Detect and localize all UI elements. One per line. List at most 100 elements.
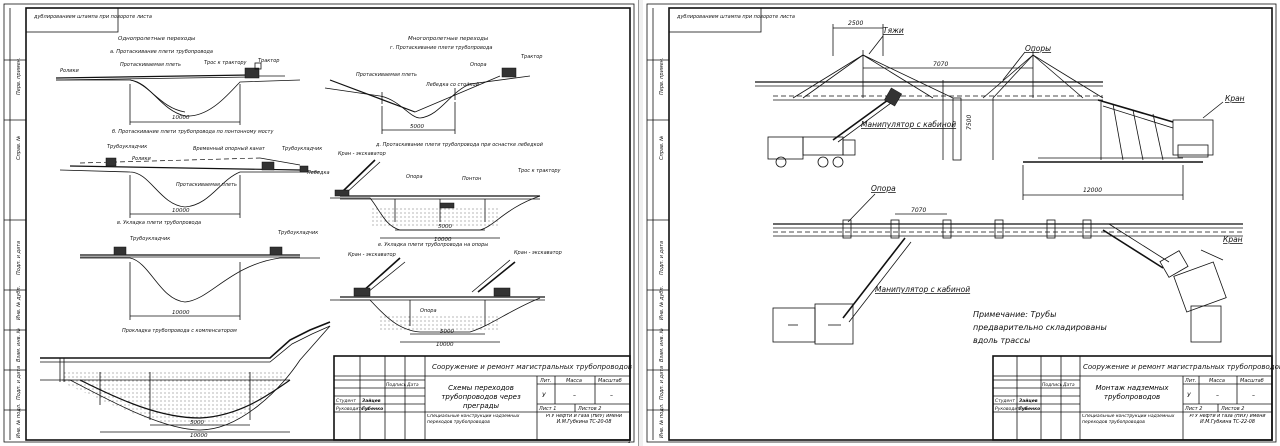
scheme-e-dim-1: 5000 [440,329,454,335]
title-main: Сооружение и ремонт магистральных трубоп… [432,363,632,371]
drawing-subtitle: Специальные конструкции надземных перехо… [427,414,520,425]
strip-label: Инв. № подл. [16,404,22,439]
subtitle-box: Специальные конструкции надземных перехо… [427,414,520,425]
label-supports: Опоры [1025,44,1051,53]
note-line-2: предварительно складированы [973,323,1107,332]
scheme-e-dim-2: 10000 [436,342,454,348]
strip-label: Перв. примен. [16,57,22,95]
plan-view: 7070 Опора Кран Манипулятор с кабиной [772,184,1243,345]
scheme-zh-dim-1: 5000 [190,420,204,426]
top-stamp-text: дублированием штампа при повороте листа [33,14,152,20]
note-line-1: Примечание: Трубы [973,310,1056,319]
lit-value: У [542,392,546,399]
dim-plan-7070: 7070 [911,207,926,214]
scale-value: – [610,392,613,399]
strip-label: Подп. и дата [16,366,22,400]
row-role-supervisor: Руководитель [995,406,1029,412]
strip-label: Подп. и дата [659,241,665,275]
dim-7500: 7500 [966,115,973,130]
scheme-g-dim: 5000 [410,124,424,130]
label-crane-plan: Кран [1223,235,1243,244]
organization: РГУ нефти и газа (НИУ) имени И.М.Губкина… [1189,414,1266,425]
title-main: Сооружение и ремонт магистральных трубоп… [1083,363,1280,371]
strip-label: Справ. № [16,136,22,160]
sheet-2-canvas: Перв. примен. Справ. № Подп. и дата Инв.… [646,3,1280,443]
scheme-d-title: д. Протаскивание плети трубопровода при … [375,142,544,148]
scheme-v-dim: 10000 [172,310,190,316]
scheme-b-title: б. Протаскивание плети трубопровода по п… [112,129,274,135]
note-line-3: вдоль трассы [973,336,1030,345]
label-cable: Трос к трактору [204,60,248,66]
scheme-b-dim: 10000 [172,208,190,214]
label-rollers: Ролики [60,68,80,74]
sheet-1-canvas: Перв. примен. Справ. № Подп. и дата Инв.… [3,3,635,444]
label-tie-rods: Тяжи [883,26,904,35]
col-head-date: Дата [1062,382,1075,388]
label-support-plan: Опора [871,184,896,193]
strip-label: Взам. инв. № [16,328,22,362]
label-support-d: Опора [406,174,423,180]
label-manipulator-top: Манипулятор с кабиной [861,120,956,129]
pipelayer-icon [105,157,117,167]
scheme-g-title: г. Протаскивание плети трубопровода [390,45,493,51]
label-support-e: Опора [420,308,437,314]
crane-plan-icon [1102,223,1227,343]
row-role-student: Студент [995,398,1015,404]
lit-head: Лит. [1184,378,1197,384]
drawing-subtitle: Специальные конструкции надземных перехо… [1082,414,1175,425]
crane-excavator-icon [334,189,350,197]
drawing-sheet-2: Перв. примен. Справ. № Подп. и дата Инв.… [643,0,1280,446]
label-pipelayer-v2: Трубоукладчик [278,230,318,236]
title-block: Сооружение и ремонт магистральных трубоп… [333,355,632,441]
pipelayer-icon [269,246,283,256]
support-marker [1082,219,1092,239]
label-tractor-g: Трактор [521,54,542,60]
strip-label: Инв. № подл. [659,404,665,439]
mass-value: – [573,392,576,399]
col-head-date: Дата [406,382,419,388]
label-manipulator-plan: Манипулятор с кабиной [875,285,970,294]
mass-head: Масса [1209,378,1225,384]
outer-frame [3,3,635,443]
drawing-title: Монтаж надземных трубопроводов [1095,384,1169,401]
tractor-icon [501,67,517,78]
label-rope: Временный опорный канат [193,146,266,152]
dim-7070: 7070 [933,61,948,68]
scheme-d: д. Протаскивание плети трубопровода при … [330,142,562,243]
strip-label: Справ. № [659,136,665,160]
label-pipe-b: Протаскиваемая плеть [176,182,237,188]
title-block: Сооружение и ремонт магистральных трубоп… [992,355,1280,441]
scheme-d-dim-2: 10000 [434,237,452,243]
scheme-zh: Прокладка трубопровода с компенсатором 5… [40,321,331,439]
scheme-zh-dim-2: 10000 [190,433,208,439]
scale-value: – [1252,392,1255,399]
crane-excavator-icon [353,287,371,297]
support-marker [1046,219,1056,239]
scheme-g-header: Многопролетные переходы [408,36,489,42]
mass-value: – [1216,392,1219,399]
top-stamp: дублированием штампа при повороте листа [668,7,795,33]
top-stamp-text: дублированием штампа при повороте листа [676,14,795,20]
scale-head: Масштаб [1240,378,1264,384]
support-marker [890,219,900,239]
row-role-student: Студент [336,398,356,404]
crane-excavator-icon [493,287,511,297]
label-pipelayer-1: Трубоукладчик [107,144,147,150]
top-stamp: дублированием штампа при повороте листа [25,7,152,33]
label-crane-d: Кран - экскаватор [338,151,386,157]
winch-icon [299,165,309,173]
inner-frame [25,7,631,441]
organization: РГУ нефти и газа (НИУ) имени И.М.Губкина… [545,414,623,425]
support-marker [994,219,1004,239]
label-winch: Лебедка [306,170,330,176]
label-crane-e2: Кран - экскаватор [514,250,562,256]
label-support-g: Опора [470,62,487,68]
scheme-a-title: а. Протаскивание плети трубопровода [110,49,213,55]
row-role-supervisor: Руководитель [336,406,370,412]
label-cable-d: Трос к трактору [518,168,562,174]
label-tractor: Трактор [258,58,279,64]
label-pipelayer-v1: Трубоукладчик [130,236,170,242]
strip-label: Инв. № дубл. [16,286,22,320]
dim-2500: 2500 [848,20,863,27]
row-name-student: Зайцев [1019,398,1038,404]
